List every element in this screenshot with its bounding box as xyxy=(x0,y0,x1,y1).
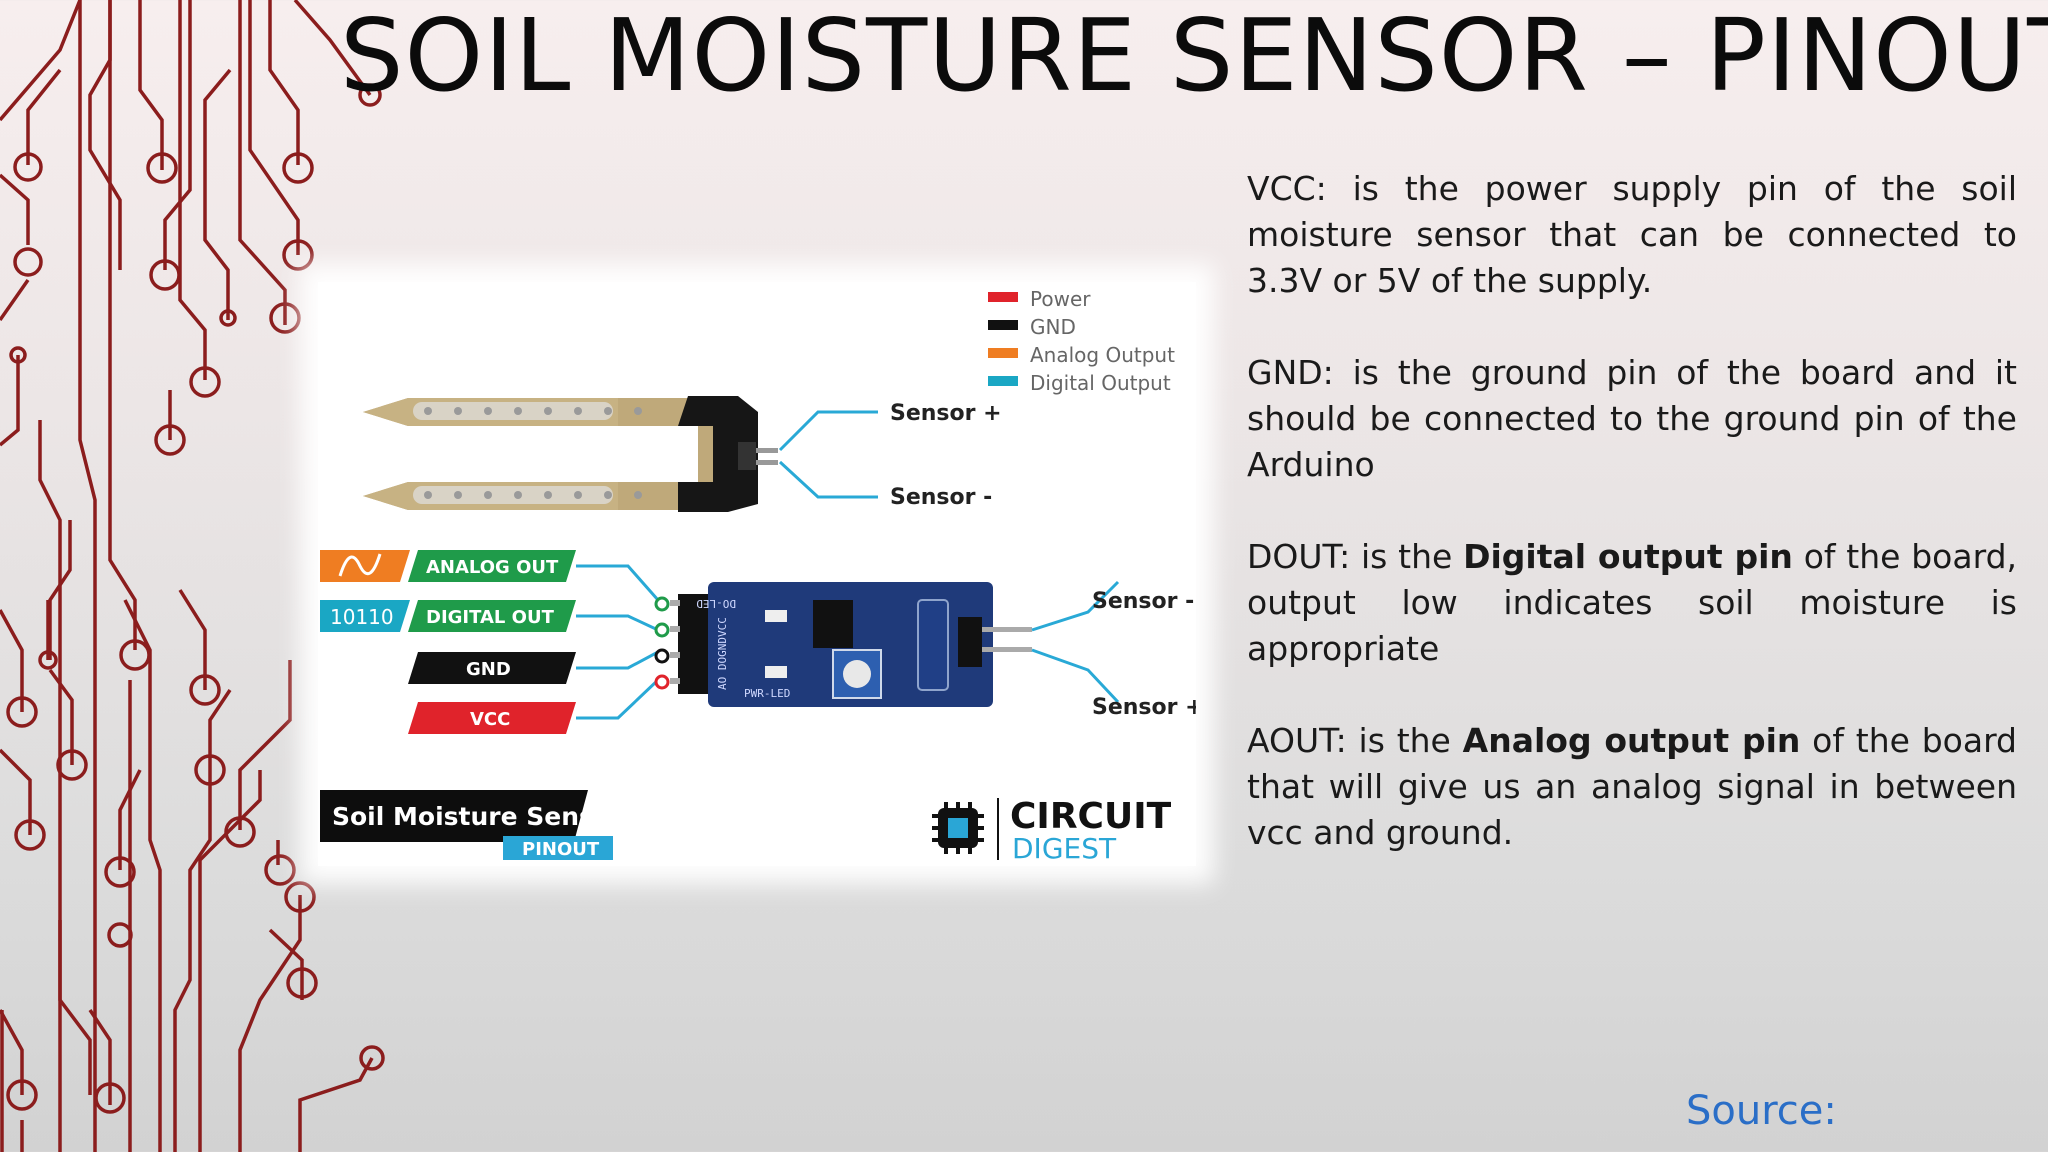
dout-description-bold: Digital output pin xyxy=(1463,537,1793,576)
vcc-pin-name: VCC xyxy=(1247,169,1316,208)
board-silkscreen-pins: AO DOGNDVCC xyxy=(716,617,729,690)
sensor-probe xyxy=(363,396,778,512)
module-label-minus: Sensor - xyxy=(1092,589,1194,614)
legend-power: Power xyxy=(1030,287,1091,311)
circuit-digest-logo: CIRCUIT DIGEST xyxy=(932,796,1172,865)
legend-analog: Analog Output xyxy=(1030,343,1175,367)
aout-description: AOUT: is the Analog output pin of the bo… xyxy=(1247,718,2017,856)
probe-leads xyxy=(778,410,878,499)
gnd-pin-name: GND xyxy=(1247,353,1323,392)
pin-terminals xyxy=(654,596,670,690)
digital-out-tag xyxy=(408,600,576,632)
board-silkscreen-do: DO-LED xyxy=(696,597,736,610)
aout-description-lead: : is the xyxy=(1335,721,1463,760)
pin-descriptions: VCC: is the power supply pin of the soil… xyxy=(1247,166,2017,902)
vcc-tag xyxy=(408,702,576,734)
analog-out-tag xyxy=(408,550,576,582)
probe-label-plus: Sensor + xyxy=(890,401,1002,426)
legend: Power GND Analog Output Digital Output xyxy=(988,287,1175,395)
module-leads xyxy=(1031,580,1120,704)
gnd-description: GND: is the ground pin of the board and … xyxy=(1247,350,2017,488)
pin-leads xyxy=(576,564,660,720)
gnd-tag xyxy=(408,652,576,684)
dout-description-tail: of the board, output low indicates soil … xyxy=(1247,537,2018,668)
module-label-plus: Sensor + xyxy=(1092,695,1196,720)
legend-gnd: GND xyxy=(1030,315,1076,339)
dout-pin-name: DOUT xyxy=(1247,537,1340,576)
banner-title: Soil Moisture Sensor xyxy=(332,802,624,831)
vcc-description: VCC: is the power supply pin of the soil… xyxy=(1247,166,2017,304)
digital-icon-text: 10110 xyxy=(330,605,394,629)
pin-label-vcc: VCC xyxy=(470,709,510,730)
vcc-description-text: : is the power supply pin of the soil mo… xyxy=(1247,169,2017,300)
title-banner: Soil Moisture Sensor PINOUT xyxy=(320,790,624,860)
pinout-diagram: Power GND Analog Output Digital Output xyxy=(320,287,1196,865)
pin-label-analog: ANALOG OUT xyxy=(426,557,559,578)
legend-analog-swatch xyxy=(988,348,1018,358)
probe-label-minus: Sensor - xyxy=(890,485,992,510)
chip-icon xyxy=(932,802,984,854)
pin-label-gnd: GND xyxy=(466,659,511,680)
analog-wave-icon xyxy=(320,550,410,582)
source-link[interactable]: Source: xyxy=(1686,1088,1837,1134)
dout-description-lead: : is the xyxy=(1339,537,1464,576)
brand-top: CIRCUIT xyxy=(1010,796,1172,837)
digital-icon xyxy=(320,600,410,632)
pin-label-digital: DIGITAL OUT xyxy=(426,607,555,628)
aout-pin-name: AOUT xyxy=(1247,721,1336,760)
slide-title: SOIL MOISTURE SENSOR – PINOUT xyxy=(340,0,2048,114)
pinout-figure: Power GND Analog Output Digital Output xyxy=(318,282,1196,866)
board-silkscreen-pwr: PWR-LED xyxy=(744,687,790,700)
circuit-trace-decoration xyxy=(0,0,385,1152)
aout-description-tail: of the board that will give us an analog… xyxy=(1247,721,2018,852)
module-board: AO DOGNDVCC DO-LED PWR-LED xyxy=(670,582,1032,707)
legend-gnd-swatch xyxy=(988,320,1018,330)
aout-description-bold: Analog output pin xyxy=(1462,721,1801,760)
brand-bottom: DIGEST xyxy=(1012,832,1117,865)
gnd-description-text: : is the ground pin of the board and it … xyxy=(1247,353,2017,484)
dout-description: DOUT: is the Digital output pin of the b… xyxy=(1247,534,2017,672)
legend-power-swatch xyxy=(988,292,1018,302)
banner-subtitle: PINOUT xyxy=(522,839,600,860)
legend-digital: Digital Output xyxy=(1030,371,1171,395)
legend-digital-swatch xyxy=(988,376,1018,386)
